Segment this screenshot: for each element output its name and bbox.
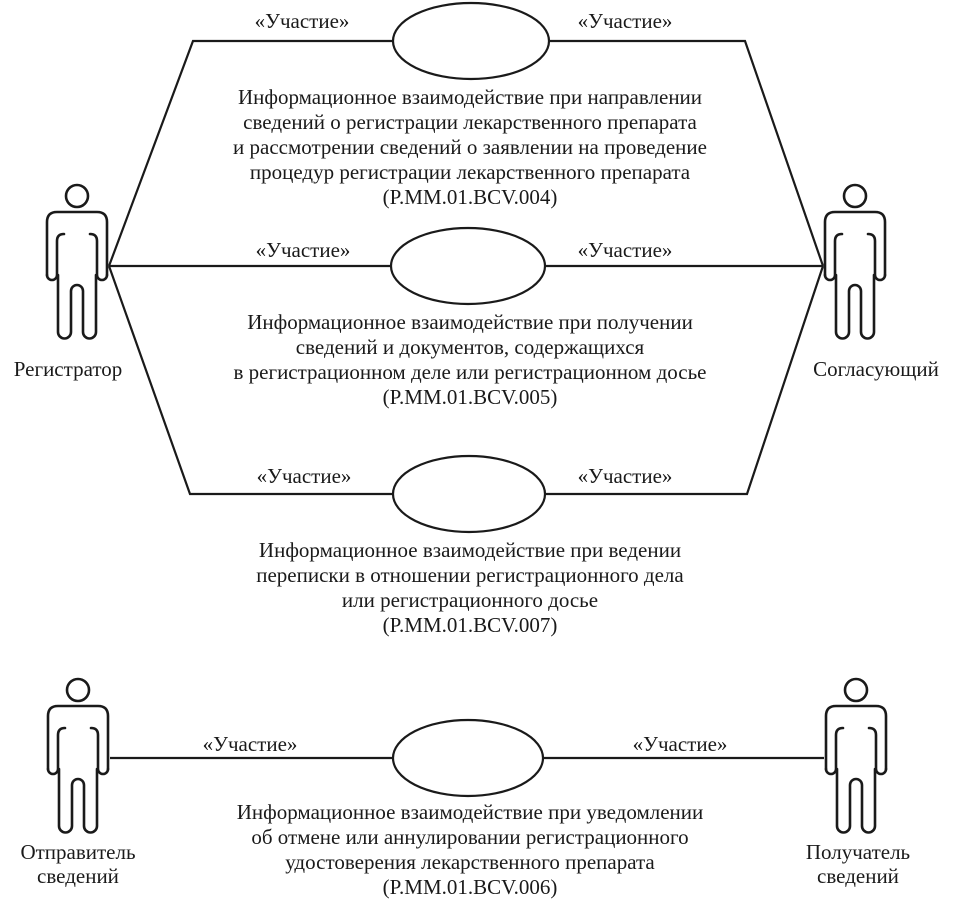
use-case-caption-1: Информационное взаимодействие при направ… <box>150 85 790 210</box>
caption-line: сведений и документов, содержащихся <box>295 335 645 359</box>
caption-line: Информационное взаимодействие при ведени… <box>258 538 682 562</box>
actor-label-line: сведений <box>817 864 899 888</box>
stereotype-label-uc2-right: «Участие» <box>577 238 673 262</box>
actor-label-line: Отправитель <box>20 840 136 864</box>
association-registrar-uc1 <box>107 39 393 267</box>
actor-label-sender: Отправитель сведений <box>0 840 168 888</box>
caption-line: Информационное взаимодействие при направ… <box>237 85 703 109</box>
actor-figure-sender <box>46 677 110 834</box>
association-registrar-uc3 <box>107 265 393 496</box>
actor-label-line: Получатель <box>805 840 911 864</box>
caption-line: или регистрационного досье <box>341 588 599 612</box>
caption-line: сведений о регистрации лекарственного пр… <box>243 110 697 134</box>
use-case-code-1: (P.MM.01.BCV.004) <box>382 185 558 209</box>
caption-line: процедур регистрации лекарственного преп… <box>249 160 691 184</box>
actor-figure-receiver <box>824 677 888 834</box>
use-case-ellipse-4 <box>391 718 545 798</box>
stereotype-label-uc1-left: «Участие» <box>254 9 350 33</box>
actor-label-line: сведений <box>37 864 119 888</box>
caption-line: Информационное взаимодействие при получе… <box>247 310 693 334</box>
actor-label-approver: Согласующий <box>813 357 939 381</box>
stereotype-label-uc4-left: «Участие» <box>202 732 298 756</box>
association-uc3-approver <box>545 265 825 496</box>
actor-figure-registrar <box>45 183 109 340</box>
use-case-caption-4: Информационное взаимодействие при уведом… <box>150 800 790 900</box>
use-case-ellipse-1 <box>391 1 551 81</box>
caption-line: и рассмотрении сведений о заявлении на п… <box>233 135 707 159</box>
stereotype-label-uc1-right: «Участие» <box>577 9 673 33</box>
association-uc1-approver <box>549 39 825 267</box>
use-case-caption-2: Информационное взаимодействие при получе… <box>150 310 790 410</box>
caption-line: Информационное взаимодействие при уведом… <box>236 800 704 824</box>
use-case-caption-3: Информационное взаимодействие при ведени… <box>150 538 790 638</box>
actor-figure-approver <box>823 183 887 340</box>
caption-line: в регистрационном деле или регистрационн… <box>233 360 707 384</box>
use-case-code-3: (P.MM.01.BCV.007) <box>382 613 558 637</box>
caption-line: об отмене или аннулировании регистрацион… <box>251 825 689 849</box>
stereotype-label-uc2-left: «Участие» <box>255 238 351 262</box>
caption-line: удостоверения лекарственного препарата <box>285 850 655 874</box>
stereotype-label-uc3-right: «Участие» <box>577 464 673 488</box>
use-case-ellipse-3 <box>391 454 547 534</box>
actor-label-registrar: Регистратор <box>13 357 123 381</box>
use-case-code-4: (P.MM.01.BCV.006) <box>382 875 558 899</box>
use-case-ellipse-2 <box>389 226 547 306</box>
caption-line: переписки в отношении регистрационного д… <box>256 563 684 587</box>
stereotype-label-uc3-left: «Участие» <box>256 464 352 488</box>
use-case-code-2: (P.MM.01.BCV.005) <box>382 385 558 409</box>
stereotype-label-uc4-right: «Участие» <box>632 732 728 756</box>
actor-label-receiver: Получатель сведений <box>768 840 948 888</box>
